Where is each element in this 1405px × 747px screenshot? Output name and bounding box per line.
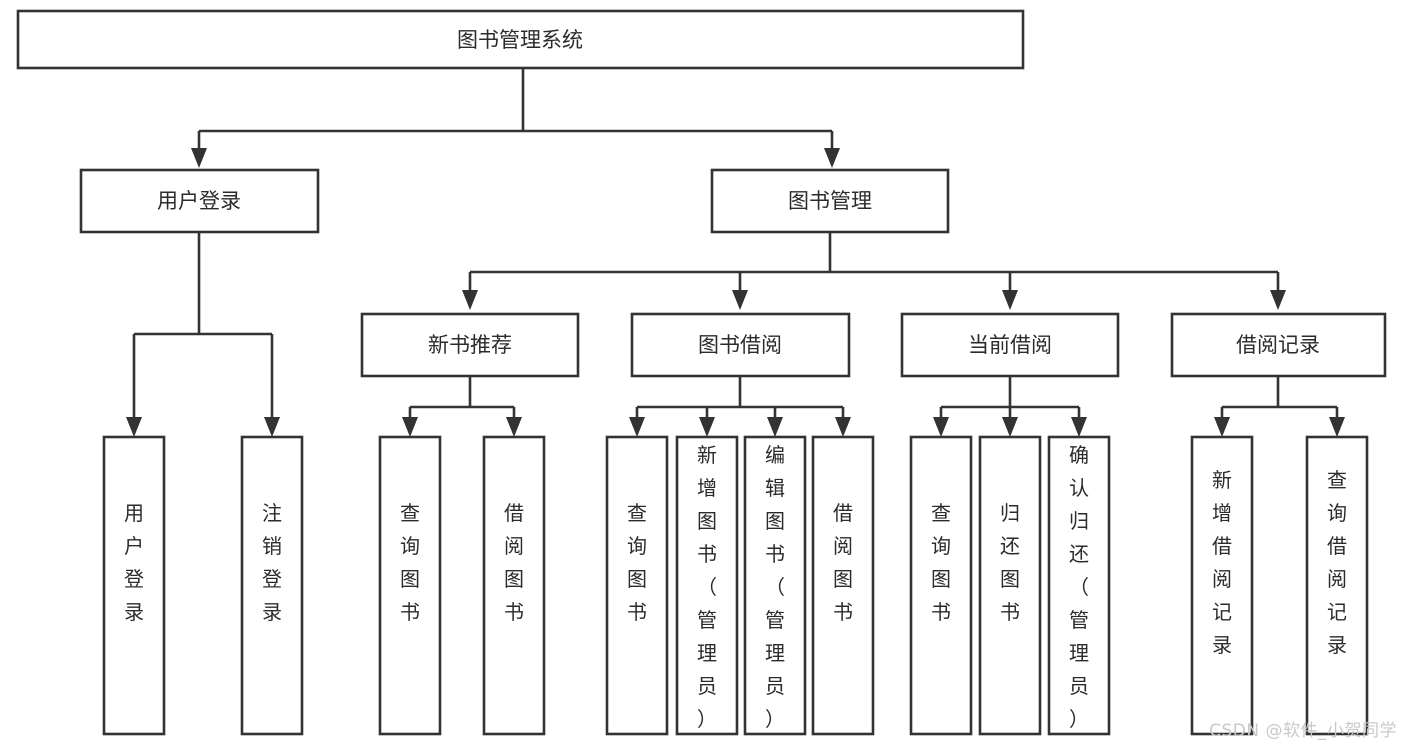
leaf-current-borrow-0[interactable]: 查询图书 <box>909 435 973 736</box>
leaf-user-login-0-label: 用户登录 <box>124 501 144 624</box>
leaf-borrow-record-1-label: 查询借阅记录 <box>1327 468 1347 657</box>
leaf-current-borrow-1-label: 归还图书 <box>1000 501 1020 624</box>
arrow-user-login-leaf1-icon <box>126 417 142 437</box>
node-root[interactable]: 图书管理系统 <box>16 9 1025 70</box>
leaf-current-borrow-1-box <box>978 435 1042 736</box>
arrow-to-book-borrow-icon <box>732 290 748 310</box>
node-book-manage-label: 图书管理 <box>788 189 872 213</box>
leaf-user-login-1[interactable]: 注销登录 <box>240 435 304 736</box>
leaf-book-borrow-1[interactable]: 新增图书（管理员） <box>675 435 739 736</box>
node-user-login-label: 用户登录 <box>157 189 241 213</box>
node-borrow-record-box <box>1170 312 1387 378</box>
node-new-book-recommend-label: 新书推荐 <box>428 333 512 357</box>
leaf-book-borrow-3[interactable]: 借阅图书 <box>811 435 875 736</box>
leaf-user-login-1-box <box>240 435 304 736</box>
arrow-current-borrow-leaf1-icon <box>933 417 949 437</box>
node-book-borrow[interactable]: 图书借阅 <box>630 312 851 378</box>
arrow-to-borrow-record-icon <box>1270 290 1286 310</box>
leaf-current-borrow-0-label: 查询图书 <box>931 501 951 624</box>
leaf-new-book-0[interactable]: 查询图书 <box>378 435 442 736</box>
node-current-borrow[interactable]: 当前借阅 <box>900 312 1120 378</box>
arrow-book-borrow-leaf4-icon <box>835 417 851 437</box>
leaf-user-login-0[interactable]: 用户登录 <box>102 435 166 736</box>
leaf-borrow-record-0-box <box>1190 435 1254 736</box>
leaf-new-book-1-label: 借阅图书 <box>504 501 524 624</box>
leaf-borrow-record-0[interactable]: 新增借阅记录 <box>1190 435 1254 736</box>
arrow-book-borrow-leaf2-icon <box>699 417 715 437</box>
arrow-current-borrow-leaf3-icon <box>1071 417 1087 437</box>
node-borrow-record[interactable]: 借阅记录 <box>1170 312 1387 378</box>
leaf-new-book-0-label: 查询图书 <box>400 501 420 624</box>
node-user-login[interactable]: 用户登录 <box>79 168 320 234</box>
arrow-to-current-borrow-icon <box>1002 290 1018 310</box>
node-new-book-recommend-box <box>360 312 580 378</box>
leaf-current-borrow-2[interactable]: 确认归还（管理员） <box>1047 435 1111 736</box>
leaf-user-login-0-box <box>102 435 166 736</box>
arrow-book-borrow-leaf1-icon <box>629 417 645 437</box>
leaf-book-borrow-3-label: 借阅图书 <box>833 501 853 624</box>
arrow-borrow-record-leaf2-icon <box>1329 417 1345 437</box>
arrow-new-book-leaf1-icon <box>402 417 418 437</box>
node-book-borrow-box <box>630 312 851 378</box>
arrow-borrow-record-leaf1-icon <box>1214 417 1230 437</box>
leaf-new-book-0-box <box>378 435 442 736</box>
node-book-manage-box <box>710 168 950 234</box>
leaf-book-borrow-1-label: 新增图书（管理员） <box>697 443 717 731</box>
leaf-new-book-1-box <box>482 435 546 736</box>
leaf-borrow-record-1-box <box>1305 435 1369 736</box>
leaf-new-book-1[interactable]: 借阅图书 <box>482 435 546 736</box>
node-root-label: 图书管理系统 <box>457 28 583 52</box>
leaf-book-borrow-2-label: 编辑图书（管理员） <box>765 443 785 731</box>
arrow-new-book-leaf2-icon <box>506 417 522 437</box>
leaf-borrow-record-1[interactable]: 查询借阅记录 <box>1305 435 1369 736</box>
leaf-current-borrow-1[interactable]: 归还图书 <box>978 435 1042 736</box>
leaf-current-borrow-2-label: 确认归还（管理员） <box>1069 443 1089 731</box>
arrow-root-to-user-login-icon <box>191 148 207 168</box>
leaf-book-borrow-1-box <box>675 435 739 736</box>
leaf-user-login-1-label: 注销登录 <box>262 501 282 624</box>
arrow-to-new-book-icon <box>462 290 478 310</box>
arrow-user-login-leaf2-icon <box>264 417 280 437</box>
leaf-current-borrow-0-box <box>909 435 973 736</box>
leaf-book-borrow-3-box <box>811 435 875 736</box>
leaf-current-borrow-2-box <box>1047 435 1111 736</box>
leaf-book-borrow-0-label: 查询图书 <box>627 501 647 624</box>
node-borrow-record-label: 借阅记录 <box>1236 333 1320 357</box>
leaf-book-borrow-0-box <box>605 435 669 736</box>
node-root-box <box>16 9 1025 70</box>
arrow-book-borrow-leaf3-icon <box>767 417 783 437</box>
node-new-book-recommend[interactable]: 新书推荐 <box>360 312 580 378</box>
leaf-book-borrow-0[interactable]: 查询图书 <box>605 435 669 736</box>
arrow-current-borrow-leaf2-icon <box>1002 417 1018 437</box>
node-book-borrow-label: 图书借阅 <box>698 333 782 357</box>
arrow-root-to-book-manage-icon <box>824 148 840 168</box>
node-book-manage[interactable]: 图书管理 <box>710 168 950 234</box>
leaf-book-borrow-2-box <box>743 435 807 736</box>
node-current-borrow-box <box>900 312 1120 378</box>
leaf-borrow-record-0-label: 新增借阅记录 <box>1212 468 1232 657</box>
node-current-borrow-label: 当前借阅 <box>968 333 1052 357</box>
leaf-book-borrow-2[interactable]: 编辑图书（管理员） <box>743 435 807 736</box>
